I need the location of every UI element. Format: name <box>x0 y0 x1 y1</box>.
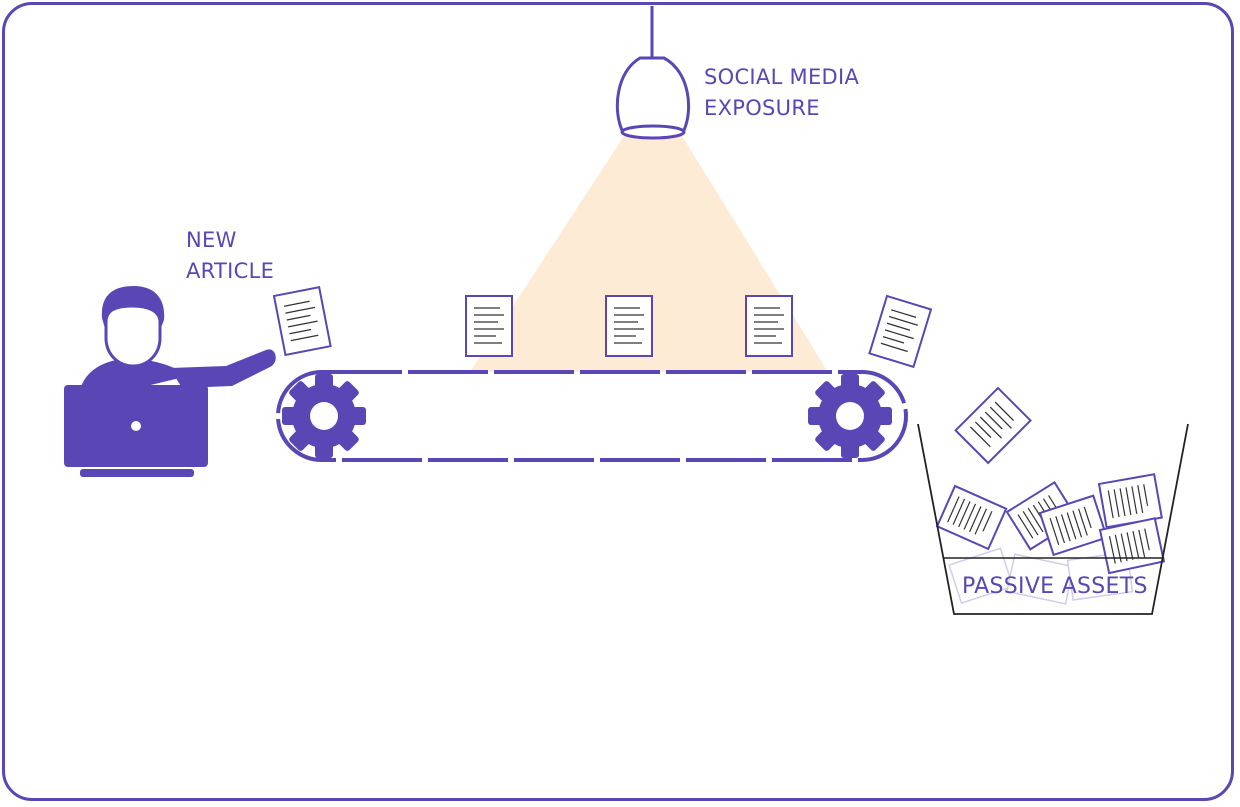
new-article-label: NEW ARTICLE <box>186 228 275 283</box>
document-icon <box>465 295 513 357</box>
document-icon <box>745 295 793 357</box>
social-media-exposure-label: SOCIAL MEDIA EXPOSURE <box>704 65 860 120</box>
bin-icon <box>917 423 1189 615</box>
author-at-laptop-icon <box>64 286 276 477</box>
gear-icon <box>282 374 366 458</box>
passive-assets-label: PASSIVE ASSETS <box>962 574 1148 599</box>
conveyor-belt <box>276 370 908 462</box>
pendant-lamp-icon <box>615 6 691 140</box>
gear-icon <box>808 374 892 458</box>
face <box>104 304 162 368</box>
document-icon <box>605 295 653 357</box>
light-beam <box>470 136 828 372</box>
document-icon <box>954 387 1032 464</box>
laptop-logo <box>131 421 141 431</box>
document-icon <box>868 295 932 368</box>
document-icon <box>273 286 332 356</box>
